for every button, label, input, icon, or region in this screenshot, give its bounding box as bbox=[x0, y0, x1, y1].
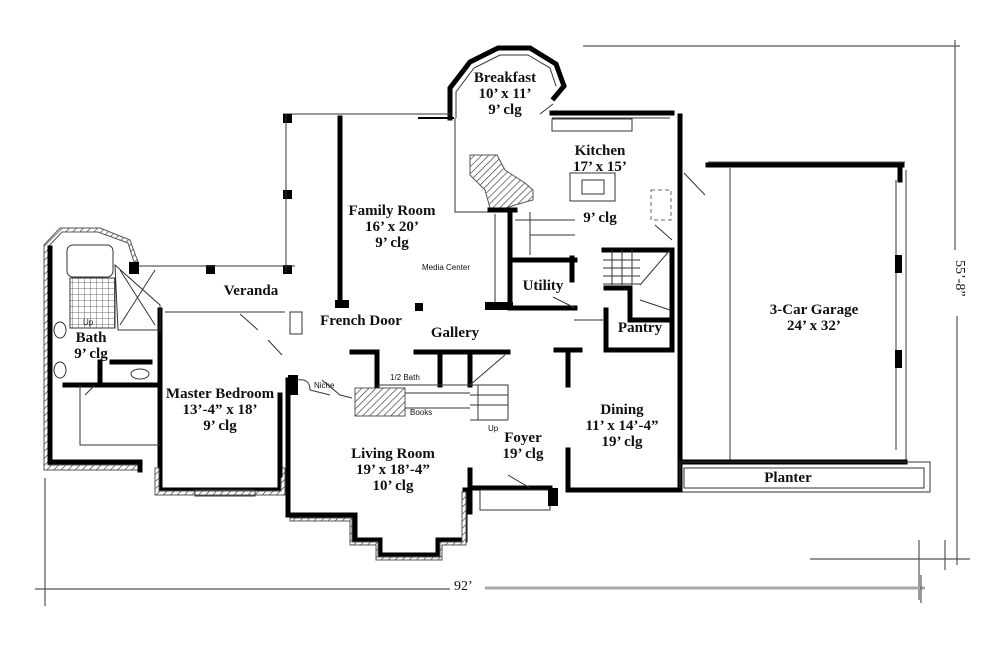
room-dims: 19’ x 18’-4” bbox=[356, 462, 430, 478]
stair-up-label: Up bbox=[488, 424, 499, 433]
room-label-dining: Dining 11’ x 14’-4” 19’ clg bbox=[585, 402, 658, 450]
overall-depth-dimension: 55’-8” bbox=[952, 260, 967, 297]
room-name: Planter bbox=[764, 470, 812, 486]
room-label-utility: Utility bbox=[523, 278, 564, 294]
room-ceiling: 9’ clg bbox=[375, 235, 409, 251]
room-ceiling: 9’ clg bbox=[203, 418, 237, 434]
room-dims: 17’ x 15’ bbox=[573, 159, 627, 175]
room-label-breakfast: Breakfast 10’ x 11’ 9’ clg bbox=[474, 70, 536, 118]
room-ceiling: 9’ clg bbox=[488, 102, 522, 118]
room-ceiling: 19’ clg bbox=[502, 446, 544, 462]
half-bath-label: 1/2 Bath bbox=[390, 373, 420, 382]
room-dims: 10’ x 11’ bbox=[478, 86, 532, 102]
room-label-bath: Bath 9’ clg bbox=[74, 330, 107, 362]
pantry-stairs-walls bbox=[601, 247, 675, 353]
room-ceiling: 10’ clg bbox=[372, 478, 414, 494]
niche-label: Niche bbox=[314, 381, 335, 390]
room-name: Utility bbox=[522, 278, 564, 294]
room-label-gallery: Gallery bbox=[431, 325, 479, 341]
breakfast-walls bbox=[418, 45, 567, 121]
room-label-pantry: Pantry bbox=[618, 320, 662, 336]
room-label-kitchen: Kitchen 17’ x 15’ bbox=[573, 143, 627, 175]
room-ceiling: 19’ clg bbox=[601, 434, 643, 450]
room-name: Veranda bbox=[223, 283, 279, 299]
room-dims: 13’-4” x 18’ bbox=[182, 402, 258, 418]
room-label-family-room: Family Room 16’ x 20’ 9’ clg bbox=[348, 203, 435, 251]
master-bath-walls bbox=[43, 227, 295, 473]
media-center-label: Media Center bbox=[422, 263, 471, 272]
books-label: Books bbox=[410, 408, 433, 417]
room-name: Kitchen bbox=[574, 143, 626, 159]
room-name: Pantry bbox=[617, 320, 663, 336]
dimension-lines bbox=[35, 40, 970, 606]
room-ceiling-kitchen: 9’ clg bbox=[583, 210, 616, 226]
bath-stair-up-label: Up bbox=[83, 318, 94, 327]
room-label-living-room: Living Room 19’ x 18’-4” 10’ clg bbox=[351, 446, 435, 494]
room-ceiling: 9’ clg bbox=[583, 210, 617, 226]
kitchen-walls bbox=[454, 110, 683, 241]
room-label-veranda: Veranda bbox=[224, 283, 278, 299]
living-room-walls bbox=[285, 375, 468, 561]
room-name: Breakfast bbox=[473, 70, 537, 86]
utility-walls bbox=[507, 212, 578, 311]
room-name: Master Bedroom bbox=[165, 386, 275, 402]
room-name: Dining bbox=[600, 402, 644, 418]
room-label-planter: Planter bbox=[764, 470, 811, 486]
room-name: Living Room bbox=[351, 446, 435, 462]
family-room-walls bbox=[206, 113, 513, 311]
gallery-stair-walls bbox=[349, 349, 511, 421]
interior-lines bbox=[454, 118, 603, 321]
room-name: Bath bbox=[75, 330, 107, 346]
room-dims: 16’ x 20’ bbox=[365, 219, 419, 235]
overall-width-dimension: 92’ bbox=[454, 579, 473, 594]
room-ceiling: 9’ clg bbox=[74, 346, 108, 362]
room-name: 3-Car Garage bbox=[769, 302, 859, 318]
room-dims: 24’ x 32’ bbox=[787, 318, 841, 334]
dining-foyer-walls bbox=[467, 347, 683, 515]
master-bedroom-walls bbox=[154, 307, 303, 497]
room-name: Foyer bbox=[504, 430, 542, 446]
room-dims: 11’ x 14’-4” bbox=[585, 418, 659, 434]
room-label-master-bedroom: Master Bedroom 13’-4” x 18’ 9’ clg bbox=[166, 386, 274, 434]
room-name: Family Room bbox=[348, 203, 436, 219]
room-label-foyer: Foyer 19’ clg bbox=[503, 430, 544, 462]
room-name: Gallery bbox=[430, 325, 480, 341]
french-door-label: French Door bbox=[320, 313, 402, 329]
room-label-garage: 3-Car Garage 24’ x 32’ bbox=[770, 302, 858, 334]
planter-outline bbox=[679, 461, 931, 493]
